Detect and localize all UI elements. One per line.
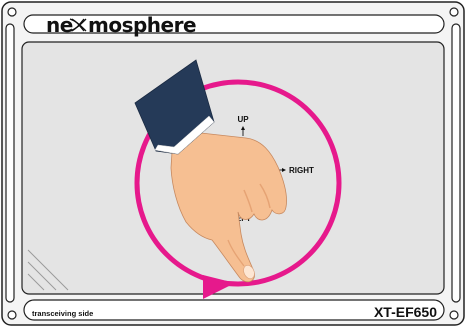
- left-rail: [5, 23, 15, 303]
- mounting-hole-top-right: [449, 7, 459, 17]
- label-up: UP: [237, 115, 249, 124]
- mounting-hole-bottom-left: [7, 310, 17, 320]
- logo-x-icon: [69, 18, 87, 32]
- corner-hatch: [27, 249, 69, 291]
- logo-text-suffix: mosphere: [88, 13, 196, 37]
- label-left: LEFT: [231, 214, 251, 223]
- right-rail: [451, 23, 461, 303]
- top-strip: [23, 14, 445, 34]
- arrow-up-icon: [241, 126, 245, 130]
- gesture-circle: [134, 79, 342, 299]
- direction-up: UP: [237, 115, 249, 136]
- circle-arrow-icon: [203, 275, 235, 299]
- nexmosphere-logo: ne mosphere: [46, 13, 197, 37]
- shirt-cuff: [154, 115, 215, 155]
- transceiving-side-label: transceiving side: [32, 309, 93, 318]
- logo-text-prefix: ne: [46, 13, 73, 37]
- bottom-strip: [23, 299, 445, 321]
- model-number: XT-EF650: [374, 304, 437, 320]
- label-right: RIGHT: [289, 166, 314, 175]
- mounting-hole-top-left: [7, 7, 17, 17]
- mounting-hole-bottom-right: [449, 310, 459, 320]
- pointing-hand-icon: [134, 59, 287, 283]
- arrow-right-icon: [282, 168, 286, 172]
